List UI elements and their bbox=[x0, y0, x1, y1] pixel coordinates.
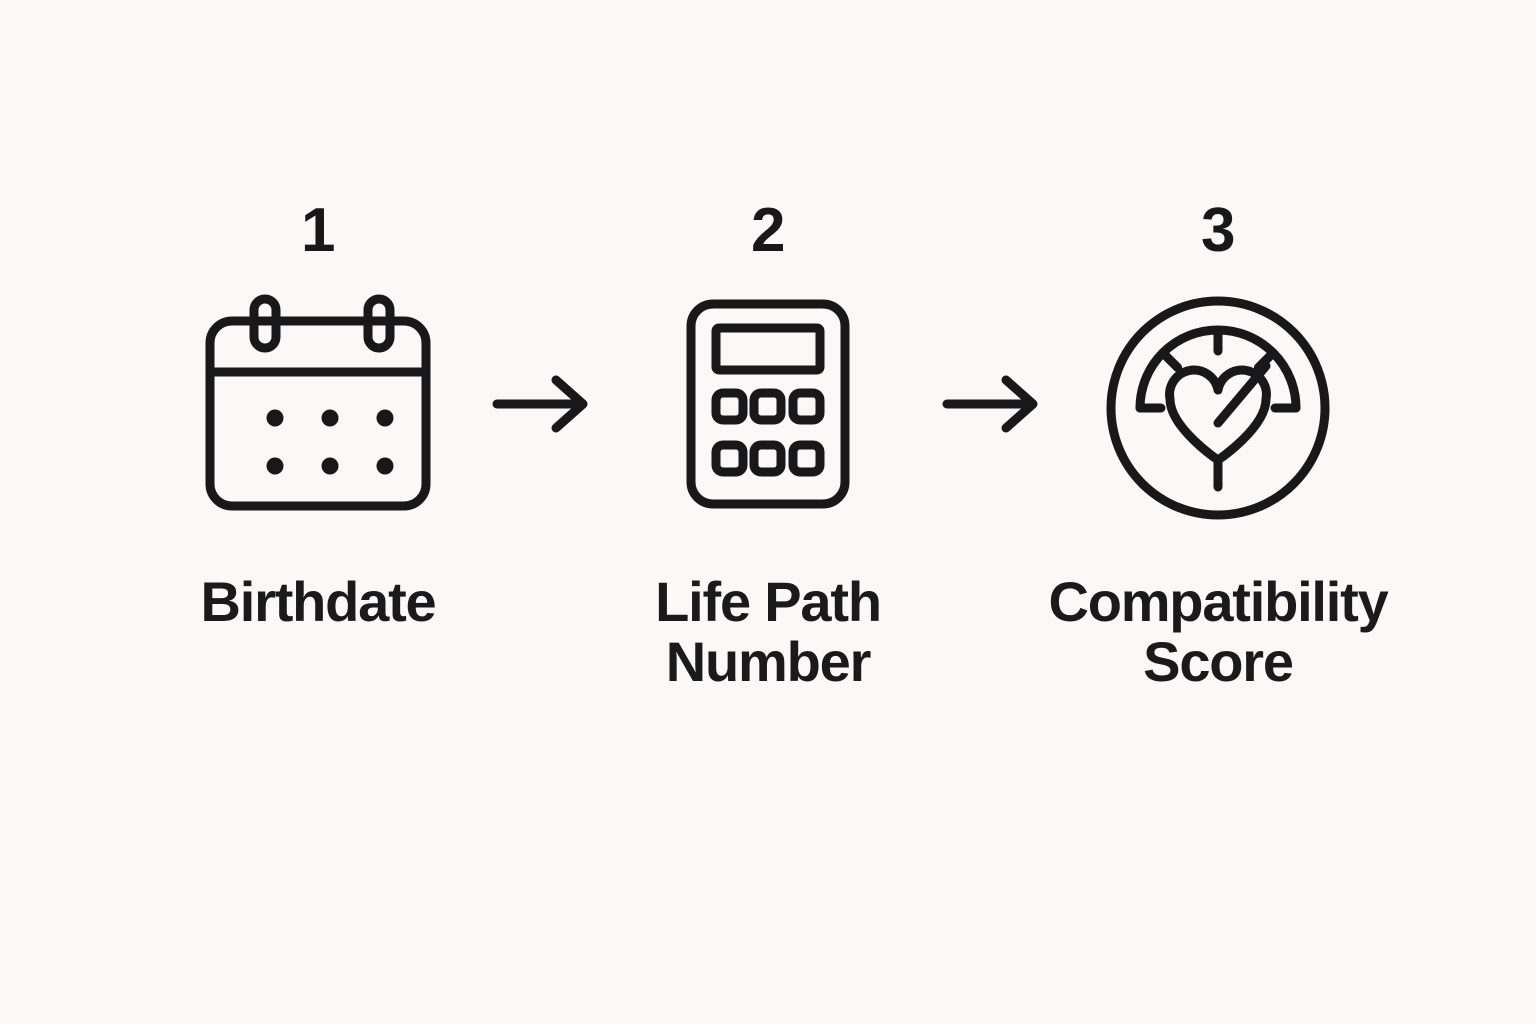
connector-2 bbox=[933, 288, 1053, 520]
step-number-3: 3 bbox=[1201, 196, 1235, 265]
step-label-2: Life Path Number bbox=[655, 570, 882, 693]
gauge-heart-icon bbox=[1098, 288, 1338, 520]
arrow-right-icon bbox=[492, 375, 588, 433]
connector-1 bbox=[483, 288, 603, 520]
arrow-right-icon bbox=[942, 375, 1038, 433]
process-step-2: 2 bbox=[603, 196, 933, 692]
process-step-3: 3 bbox=[1048, 196, 1388, 692]
calendar-icon bbox=[198, 288, 438, 520]
step-label-1: Birthdate bbox=[200, 570, 437, 633]
step-label-3: Compatibility Score bbox=[1048, 570, 1388, 693]
process-flow: 1 bbox=[0, 196, 1536, 756]
calculator-icon bbox=[648, 288, 888, 520]
process-step-1: 1 bbox=[153, 196, 483, 632]
step-number-1: 1 bbox=[301, 196, 335, 265]
step-number-2: 2 bbox=[751, 196, 785, 265]
